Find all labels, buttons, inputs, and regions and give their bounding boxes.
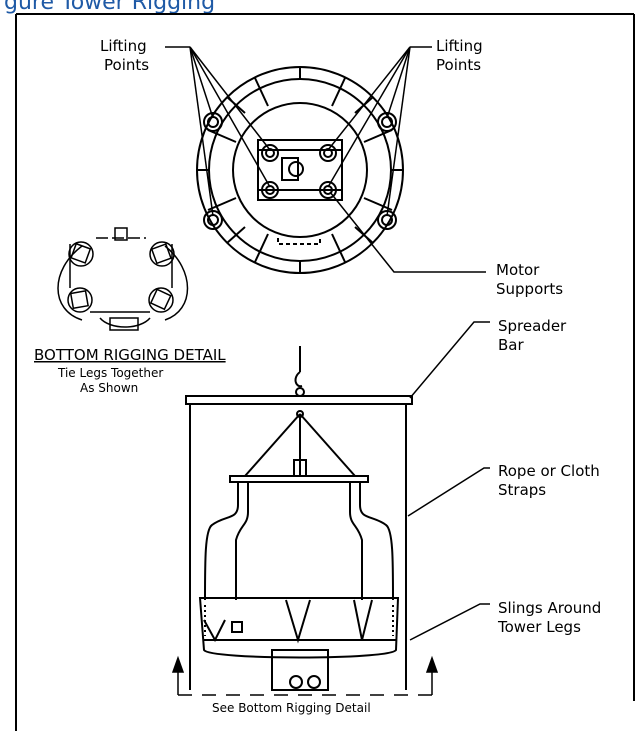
see-detail-arrows — [171, 655, 439, 696]
bottom-rigging-title: BOTTOM RIGGING DETAIL — [34, 346, 226, 364]
see-bottom-label: See Bottom Rigging Detail — [212, 701, 371, 715]
figure-title: gure Tower Rigging — [4, 0, 216, 15]
rope-straps-l1: Rope or Cloth — [498, 462, 600, 480]
slings-l2: Tower Legs — [497, 618, 581, 636]
lifting-points-left-l1: Lifting — [100, 37, 147, 55]
spreader-bar-l2: Bar — [498, 336, 524, 354]
lifting-points-left-l2: Points — [104, 56, 149, 74]
rope-straps-l2: Straps — [498, 481, 546, 499]
tower-side-view — [185, 346, 413, 691]
lifting-points-leaders — [165, 46, 486, 273]
side-view-leaders — [407, 321, 490, 641]
lifting-points-right-l2: Points — [436, 56, 481, 74]
bottom-rigging-diagram — [57, 227, 189, 331]
slings-l1: Slings Around — [498, 599, 601, 617]
lifting-points-right-l1: Lifting — [436, 37, 483, 55]
tie-legs-l2: As Shown — [80, 381, 138, 395]
spreader-bar-l1: Spreader — [498, 317, 567, 335]
motor-supports-l2: Supports — [496, 280, 563, 298]
tower-top-view — [196, 66, 404, 274]
motor-supports-l1: Motor — [496, 261, 540, 279]
drawing-frame — [15, 13, 635, 731]
tie-legs-l1: Tie Legs Together — [57, 366, 163, 380]
